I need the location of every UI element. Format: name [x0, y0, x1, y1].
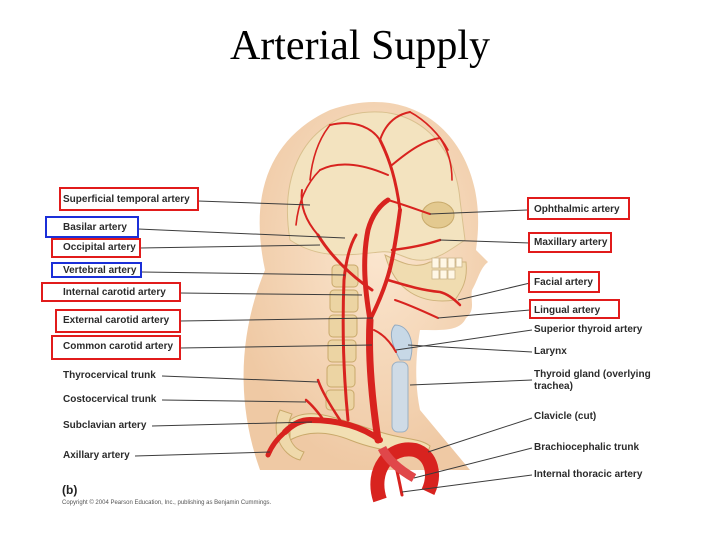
label-costocervical-trunk: Costocervical trunk	[63, 394, 157, 405]
skull	[287, 111, 466, 261]
highlight-box-ophthalmic	[527, 197, 630, 220]
brachiocephalic-trunk	[377, 445, 417, 482]
label-thyrocervical-trunk: Thyrocervical trunk	[63, 370, 156, 381]
highlight-box-occipital	[51, 238, 141, 258]
label-lingual-artery: Lingual artery	[534, 305, 601, 316]
label-superficial-temporal-artery: Superficial temporal artery	[63, 194, 190, 205]
label-internal-thoracic-artery: Internal thoracic artery	[534, 469, 643, 480]
label-superior-thyroid-artery: Superior thyroid artery	[534, 324, 643, 335]
teeth	[431, 257, 463, 280]
label-basilar-artery: Basilar artery	[63, 222, 127, 233]
label-clavicle-cut: Clavicle (cut)	[534, 411, 597, 422]
label-vertebral-artery: Vertebral artery	[63, 265, 137, 276]
highlight-box-common-carotid	[51, 335, 181, 360]
label-occipital-artery: Occipital artery	[63, 242, 136, 253]
label-brachiocephalic-trunk: Brachiocephalic trunk	[534, 442, 640, 453]
panel-tag: (b)	[62, 483, 78, 497]
label-larynx: Larynx	[534, 346, 567, 357]
trachea	[391, 361, 409, 433]
highlight-box-vertebral	[51, 262, 142, 278]
highlight-box-maxillary	[528, 232, 612, 253]
highlight-box-facial	[528, 271, 600, 293]
page-title: Arterial Supply	[229, 23, 491, 69]
label-internal-carotid-artery: Internal carotid artery	[63, 287, 166, 298]
highlight-box-lingual	[529, 299, 620, 319]
label-ophthalmic-artery: Ophthalmic artery	[534, 204, 620, 215]
label-axillary-artery: Axillary artery	[63, 450, 130, 461]
highlight-box-internal-carotid	[41, 282, 181, 302]
label-facial-artery: Facial artery	[534, 277, 593, 288]
label-common-carotid-artery: Common carotid artery	[63, 341, 174, 352]
arteries	[265, 111, 462, 497]
orbit	[421, 201, 455, 229]
aortic-arch	[370, 442, 439, 503]
leader-lines	[134, 200, 533, 493]
label-thyroid-gland: Thyroid gland (overlying trachea)	[534, 369, 651, 392]
label-maxillary-artery: Maxillary artery	[534, 237, 608, 248]
highlight-box-superficial-temporal	[59, 187, 199, 211]
label-external-carotid-artery: External carotid artery	[63, 315, 170, 326]
label-subclavian-artery: Subclavian artery	[63, 420, 147, 431]
copyright-text: Copyright © 2004 Pearson Education, Inc.…	[62, 500, 272, 506]
highlight-box-basilar	[45, 216, 139, 238]
highlight-box-external-carotid	[55, 309, 181, 333]
